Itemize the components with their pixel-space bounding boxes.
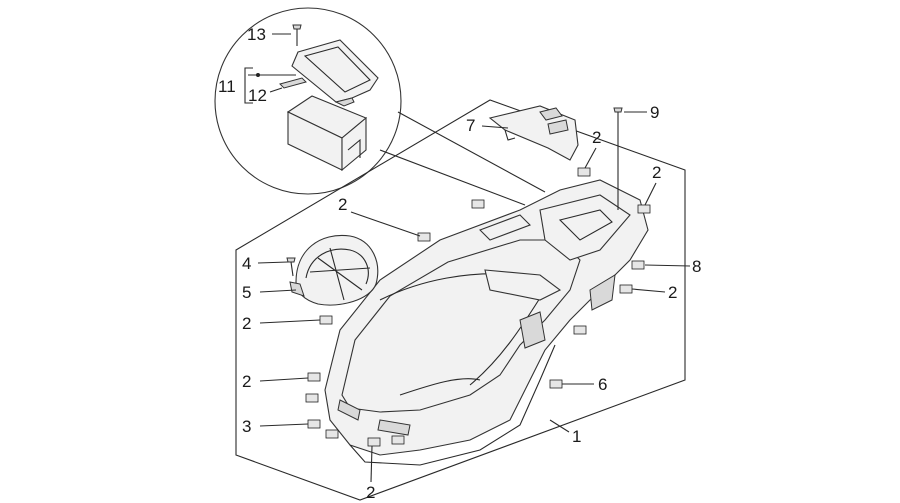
screw-9 (613, 107, 623, 210)
inset-detail (214, 7, 546, 206)
callout-6: 6 (598, 375, 607, 394)
clip-3b (325, 429, 339, 439)
gasket-strip (279, 77, 307, 89)
callout-13: 13 (247, 25, 266, 44)
clip-2d (471, 199, 485, 209)
clip-2i (305, 393, 319, 403)
rear-cover (488, 105, 579, 161)
clip-2j (367, 437, 381, 447)
callout-labels: 13 11 12 7 9 2 2 2 4 8 5 2 2 2 6 3 1 2 (218, 25, 701, 502)
clip-2g (319, 315, 333, 325)
callout-2-mid-right: 2 (668, 283, 677, 302)
courtesy-light (289, 234, 379, 306)
helmet-compartment (324, 179, 649, 466)
screw-13 (292, 24, 302, 46)
clip-2f (573, 325, 587, 335)
battery-box (286, 95, 368, 172)
clip-2h (307, 372, 321, 382)
clip-8 (631, 260, 645, 270)
clip-2c (417, 232, 431, 242)
callout-3: 3 (242, 417, 251, 436)
callout-12: 12 (248, 86, 267, 105)
callout-2-lower-left: 2 (242, 372, 251, 391)
screw-4 (286, 257, 296, 277)
clip-set (305, 167, 651, 447)
callout-4: 4 (242, 254, 251, 273)
callout-8: 8 (692, 257, 701, 276)
battery-cover (291, 39, 379, 107)
clip-2e (619, 284, 633, 294)
clip-2a (577, 167, 591, 177)
leader-lines (257, 111, 691, 483)
callout-2-mid-left: 2 (242, 314, 251, 333)
callout-9: 9 (650, 103, 659, 122)
callout-2-bottom: 2 (366, 483, 375, 502)
callout-1: 1 (572, 427, 581, 446)
callout-5: 5 (242, 283, 251, 302)
clip-6 (549, 379, 563, 389)
callout-2-top-right: 2 (592, 128, 601, 147)
callout-11: 11 (218, 77, 236, 96)
clip-3a (307, 419, 321, 429)
callout-2-right: 2 (652, 163, 661, 182)
clip-2k (391, 435, 405, 445)
callout-7: 7 (466, 116, 475, 135)
clip-2b (637, 204, 651, 214)
assembly-frame (235, 99, 686, 501)
callout-2-upper-left: 2 (338, 195, 347, 214)
